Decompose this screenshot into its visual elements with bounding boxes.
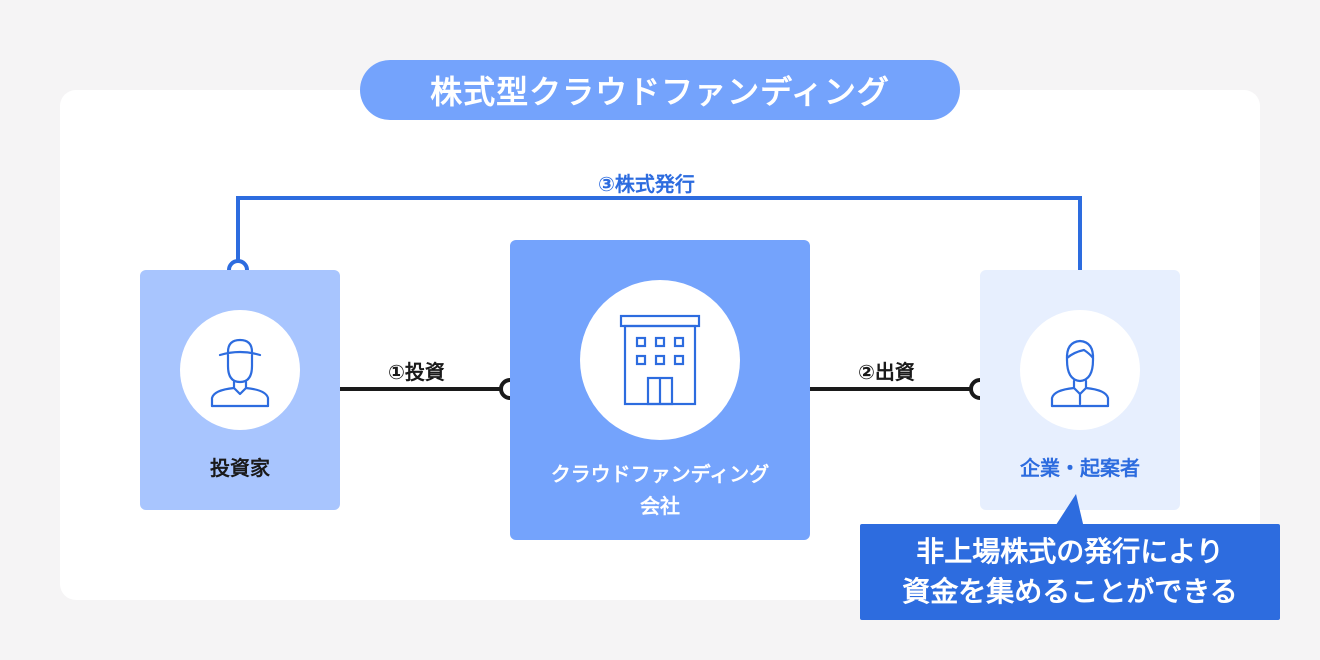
businessperson-icon — [1050, 339, 1110, 408]
investor-avatar — [180, 310, 300, 430]
platform-node: クラウドファンディング 会社 — [510, 240, 810, 540]
platform-label: クラウドファンディング 会社 — [550, 462, 770, 518]
invest-label: ①投資 — [388, 360, 445, 384]
callout-tail — [1054, 494, 1084, 528]
investor-node: 投資家 — [140, 270, 340, 510]
diagram-title: 株式型クラウドファンディング — [360, 60, 960, 120]
issue-connector — [236, 196, 1082, 270]
callout-box: 非上場株式の発行により 資金を集めることができる — [860, 524, 1280, 620]
fund-label: ②出資 — [858, 360, 915, 384]
company-avatar — [1020, 310, 1140, 430]
company-label: 企業・起案者 — [1020, 456, 1140, 480]
company-node: 企業・起案者 — [980, 270, 1180, 510]
investor-person-icon — [210, 338, 270, 408]
issue-label: ③株式発行 — [598, 172, 695, 196]
office-building-icon — [619, 314, 701, 406]
investor-label: 投資家 — [210, 456, 270, 480]
platform-avatar — [580, 280, 740, 440]
